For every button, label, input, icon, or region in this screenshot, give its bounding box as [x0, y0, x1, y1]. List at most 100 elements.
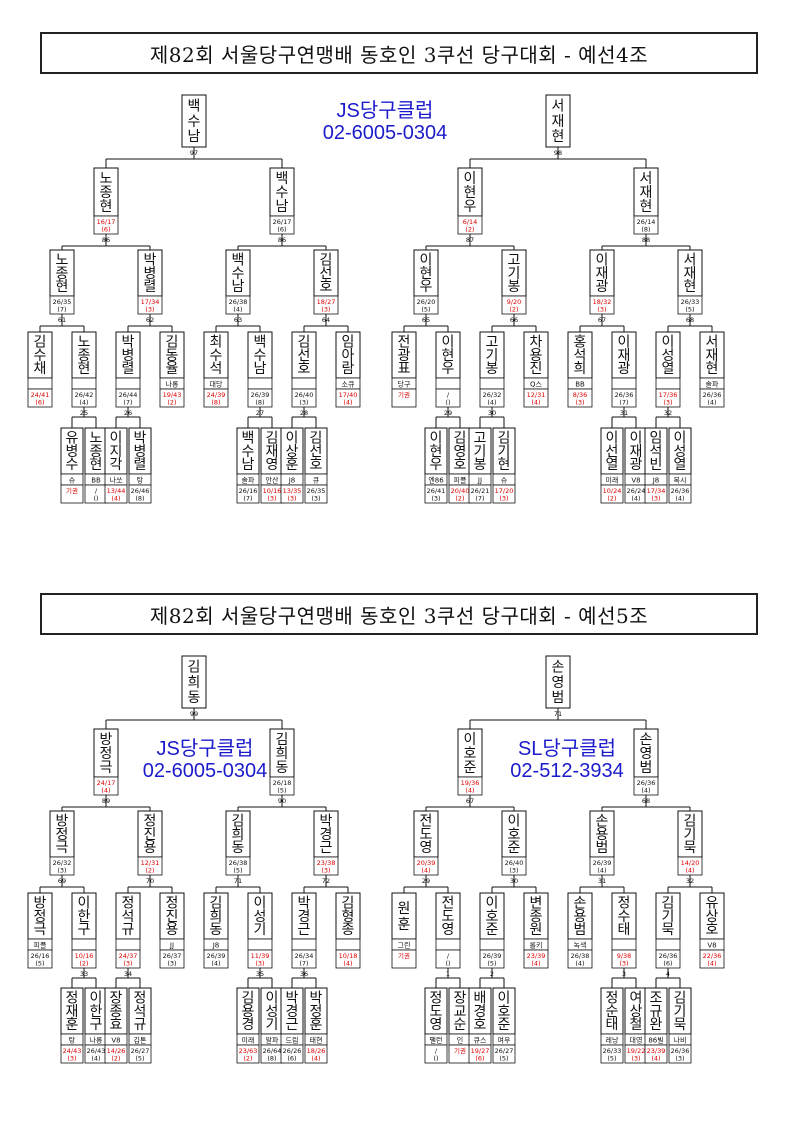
result-score-box	[128, 484, 152, 504]
player-차용진-box	[523, 331, 549, 379]
player-고기봉-box	[501, 249, 527, 297]
player-정진용-box	[137, 810, 163, 858]
result-rank: (2)	[607, 495, 616, 503]
result-club: JJ	[169, 942, 174, 950]
player-변종원-box	[523, 892, 549, 940]
result-score: 26/38	[229, 859, 248, 867]
result-club: JJ	[477, 477, 482, 485]
result-score: 26/24	[627, 487, 646, 495]
result-score: 24/17	[97, 779, 116, 787]
result-score-box	[280, 1044, 304, 1064]
result-club: 피플	[34, 941, 47, 950]
result-rank: (6)	[277, 226, 286, 234]
result-rank: (3)	[167, 960, 176, 968]
result-rank: (4)	[487, 399, 496, 407]
result-rank: (5)	[685, 306, 694, 314]
player-김수채-box	[27, 331, 53, 379]
result-rank: (3)	[123, 960, 132, 968]
result-club-box	[291, 377, 317, 390]
result-score-box	[335, 949, 361, 969]
result-score: 18/26	[307, 1047, 326, 1055]
result-score: 17/36	[659, 391, 678, 399]
result-rank: (6)	[35, 399, 44, 407]
result-score: 26/36	[659, 952, 678, 960]
result-rank: (2)	[465, 226, 474, 234]
result-club: 복시	[674, 477, 687, 485]
result-rank: (4)	[631, 495, 640, 503]
result-score: 24/39	[207, 391, 226, 399]
result-score: 14/20	[681, 859, 700, 867]
result-score: 17/20	[495, 487, 514, 495]
result-rank: (4)	[531, 399, 540, 407]
result-club: 슈	[69, 477, 76, 485]
result-score-box	[104, 1044, 128, 1064]
result-score: 26/39	[207, 952, 226, 960]
result-score: 26/21	[471, 487, 490, 495]
result-score-box	[492, 484, 516, 504]
result-club-box	[611, 377, 637, 390]
result-score-box	[203, 949, 229, 969]
result-score: 26/36	[671, 487, 690, 495]
result-rank: (4)	[421, 867, 430, 875]
result-score-box	[236, 1044, 260, 1064]
result-score: 9/20	[507, 298, 522, 306]
result-score: 17/34	[141, 298, 160, 306]
result-score: 14/26	[107, 1047, 126, 1055]
result-score: 23/63	[239, 1047, 258, 1055]
result-score: 26/37	[163, 952, 182, 960]
result-score: 10/24	[603, 487, 622, 495]
result-rank: (4)	[111, 495, 120, 503]
result-score-box	[523, 388, 549, 408]
result-score: 26/14	[637, 218, 656, 226]
result-score: 8/36	[573, 391, 588, 399]
result-score: 26/44	[119, 391, 138, 399]
result-club: 미래	[606, 476, 619, 485]
result-score: 17/40	[339, 391, 358, 399]
result-club-box	[247, 377, 273, 390]
result-club-box	[479, 938, 505, 951]
result-score: 26/40	[505, 859, 524, 867]
result-club: 미래	[242, 1036, 255, 1045]
player-전도영-box	[413, 810, 439, 858]
result-score: 24/43	[63, 1047, 82, 1055]
